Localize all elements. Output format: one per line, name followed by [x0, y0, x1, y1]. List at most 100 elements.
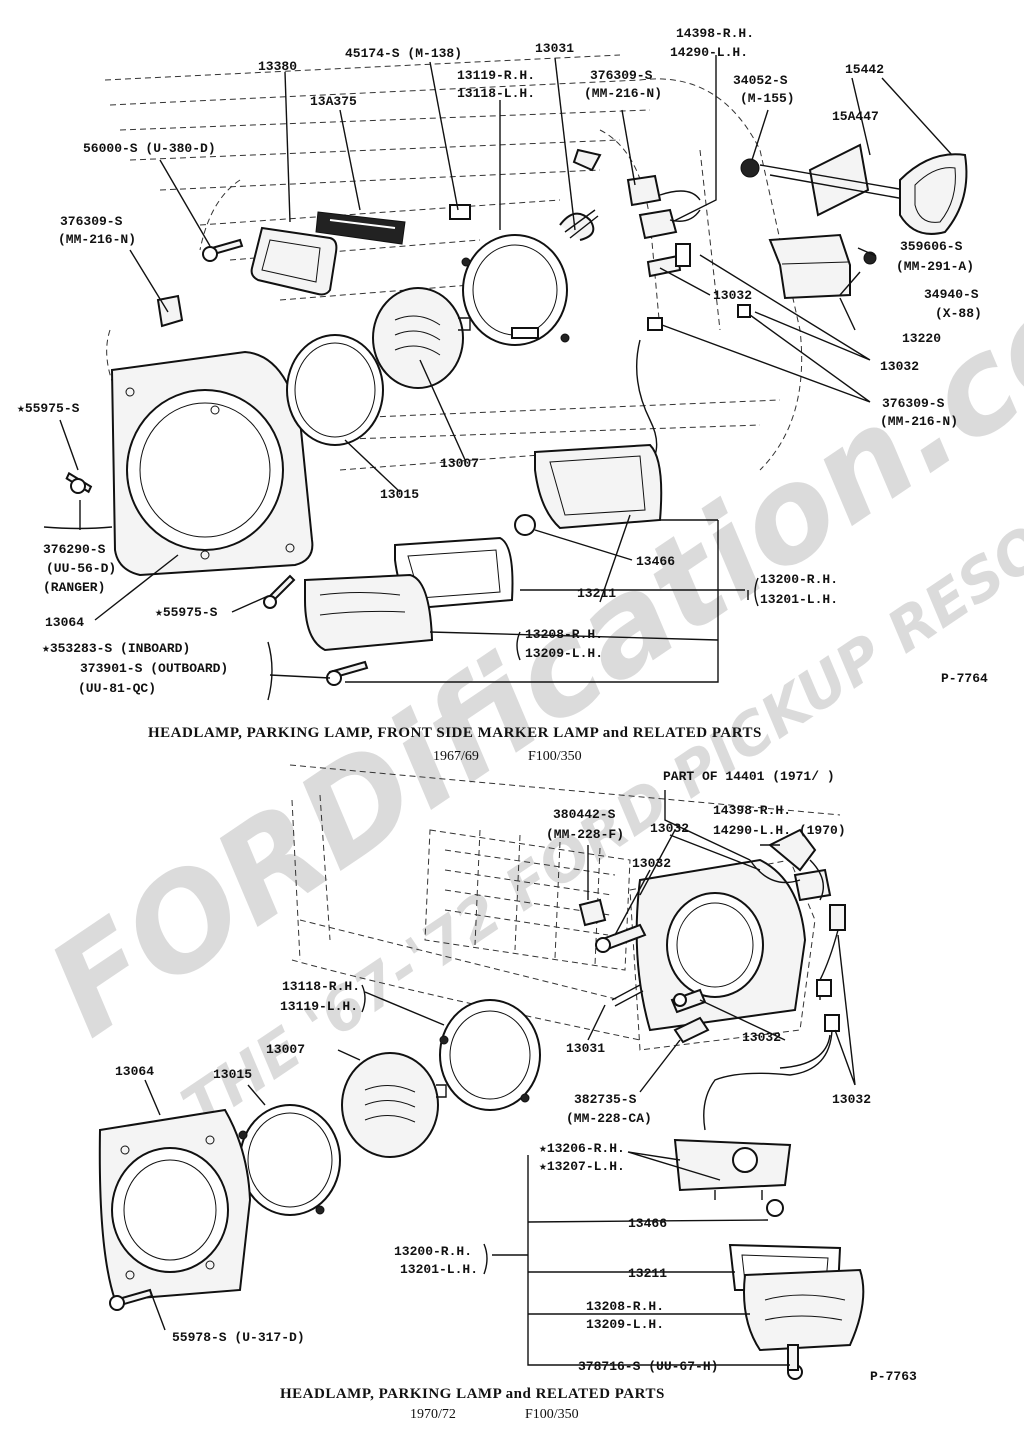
brace-13208	[516, 631, 521, 661]
label-55975-a: ★55975-S	[17, 401, 80, 416]
label-13380: 13380	[258, 59, 297, 74]
retaining-ring-13015	[286, 334, 384, 446]
label-13015-b: 13015	[213, 1067, 252, 1082]
caption-bottom-years: 1970/72	[410, 1407, 456, 1422]
label-376309-a2: (MM-216-N)	[584, 86, 662, 101]
label-13208: 13208-R.H.	[525, 627, 603, 642]
wiring-bottom	[703, 828, 846, 1131]
screws-top	[65, 148, 602, 686]
label-13466-b: 13466	[628, 1216, 667, 1231]
label-376309-c1: 376309-S	[882, 396, 945, 411]
label-373901: 373901-S (OUTBOARD)	[80, 661, 228, 676]
label-380442-1: 380442-S	[553, 807, 616, 822]
caption-bottom: HEADLAMP, PARKING LAMP and RELATED PARTS	[280, 1386, 665, 1402]
label-part-14401: PART OF 14401 (1971/ )	[663, 769, 835, 784]
label-13a375: 13A375	[310, 94, 357, 109]
label-13031-b: 13031	[566, 1041, 605, 1056]
label-13007: 13007	[440, 456, 479, 471]
label-13220: 13220	[902, 331, 941, 346]
label-376309-c2: (MM-216-N)	[880, 414, 958, 429]
figure-id-p7763: P-7763	[870, 1369, 917, 1384]
label-34052-2: (M-155)	[740, 91, 795, 106]
label-13200-b: 13200-R.H.	[394, 1244, 472, 1259]
label-376309-b2: (MM-216-N)	[58, 232, 136, 247]
label-13118: 13118-L.H.	[457, 86, 535, 101]
label-14290: 14290-L.H.	[670, 45, 748, 60]
caption-top-years: 1967/69	[433, 749, 479, 764]
label-14290-b: 14290-L.H. (1970)	[713, 823, 846, 838]
top-caption: HEADLAMP, PARKING LAMP, FRONT SIDE MARKE…	[148, 725, 762, 764]
leader-lines-bottom	[144, 790, 856, 1366]
label-376309-b1: 376309-S	[60, 214, 123, 229]
label-34940-2: (X-88)	[935, 306, 982, 321]
label-380442-2: (MM-228-F)	[546, 827, 624, 842]
retaining-ring-bottom	[238, 1104, 341, 1216]
headlamp-housing-bottom	[635, 858, 807, 1032]
label-13208-b: 13208-R.H.	[586, 1299, 664, 1314]
caption-top-models: F100/350	[528, 749, 582, 764]
lens-13208	[304, 573, 434, 652]
brace-13118-b	[361, 984, 366, 1013]
label-13007-b: 13007	[266, 1042, 305, 1057]
small-parts-bottom	[578, 898, 710, 1044]
label-382735-1: 382735-S	[574, 1092, 637, 1107]
label-13119: 13119-R.H.	[457, 68, 535, 83]
label-13119-b: 13119-L.H.	[280, 999, 358, 1014]
sealed-beam-bottom	[341, 1052, 447, 1158]
label-13032-b: 13032	[880, 359, 919, 374]
label-14398: 14398-R.H.	[676, 26, 754, 41]
bottom-diagram-labels: PART OF 14401 (1971/ ) 380442-S (MM-228-…	[115, 769, 917, 1384]
label-13206: ★13206-R.H.	[539, 1141, 625, 1156]
label-13118-b: 13118-R.H.	[282, 979, 360, 994]
label-13211-b: 13211	[628, 1266, 667, 1281]
headlamp-door-13064	[110, 350, 314, 577]
label-14398-b: 14398-R.H.	[713, 803, 791, 818]
label-13209: 13209-L.H.	[525, 646, 603, 661]
label-13211: 13211	[577, 586, 616, 601]
label-353283: ★353283-S (INBOARD)	[42, 641, 190, 656]
label-13207: ★13207-L.H.	[539, 1159, 625, 1174]
label-34052-1: 34052-S	[733, 73, 788, 88]
brace-353283	[267, 641, 273, 701]
label-uu81: (UU-81-QC)	[78, 681, 156, 696]
label-55978: 55978-S (U-317-D)	[172, 1330, 305, 1345]
marker-bracket-15a447	[740, 143, 968, 235]
label-34940-1: 34940-S	[924, 287, 979, 302]
bottom-diagram-artwork	[98, 764, 865, 1380]
label-376290-3: (RANGER)	[43, 580, 105, 595]
brace-13200	[754, 577, 759, 607]
top-diagram-labels: 13380 45174-S (M-138) 13031 14398-R.H. 1…	[17, 26, 988, 701]
brace-13200-b	[483, 1243, 488, 1275]
sealed-beam-13007	[372, 287, 471, 389]
label-359606-1: 359606-S	[900, 239, 963, 254]
mounting-ring-13119	[461, 234, 570, 346]
parking-lamp-housing-13200	[514, 443, 663, 536]
side-marker-13380	[250, 226, 338, 296]
headlamp-door-bottom	[98, 1108, 252, 1302]
label-13064: 13064	[45, 615, 84, 630]
nameplate-13a375	[315, 211, 406, 245]
label-376309-a1: 376309-S	[590, 68, 653, 83]
label-45174s: 45174-S (M-138)	[345, 46, 462, 61]
mounting-ring-bottom	[439, 999, 541, 1111]
wiring-top	[626, 174, 751, 456]
bottom-caption: HEADLAMP, PARKING LAMP and RELATED PARTS…	[280, 1386, 665, 1422]
bracket-13220	[768, 233, 877, 300]
lens-bottom	[743, 1268, 865, 1380]
label-359606-2: (MM-291-A)	[896, 259, 974, 274]
figure-id-p7764: P-7764	[941, 671, 988, 686]
parking-lamp-housing-bottom	[673, 1138, 792, 1217]
label-13032-d: 13032	[632, 856, 671, 871]
label-13032-e: 13032	[742, 1030, 781, 1045]
label-13015: 13015	[380, 487, 419, 502]
label-376290-1: 376290-S	[43, 542, 106, 557]
label-15a447: 15A447	[832, 109, 879, 124]
label-13200: 13200-R.H.	[760, 572, 838, 587]
label-382735-2: (MM-228-CA)	[566, 1111, 652, 1126]
label-56000: 56000-S (U-380-D)	[83, 141, 216, 156]
label-13032-f: 13032	[832, 1092, 871, 1107]
label-13064-b: 13064	[115, 1064, 154, 1079]
label-13032-c: 13032	[650, 821, 689, 836]
caption-top: HEADLAMP, PARKING LAMP, FRONT SIDE MARKE…	[148, 725, 762, 741]
